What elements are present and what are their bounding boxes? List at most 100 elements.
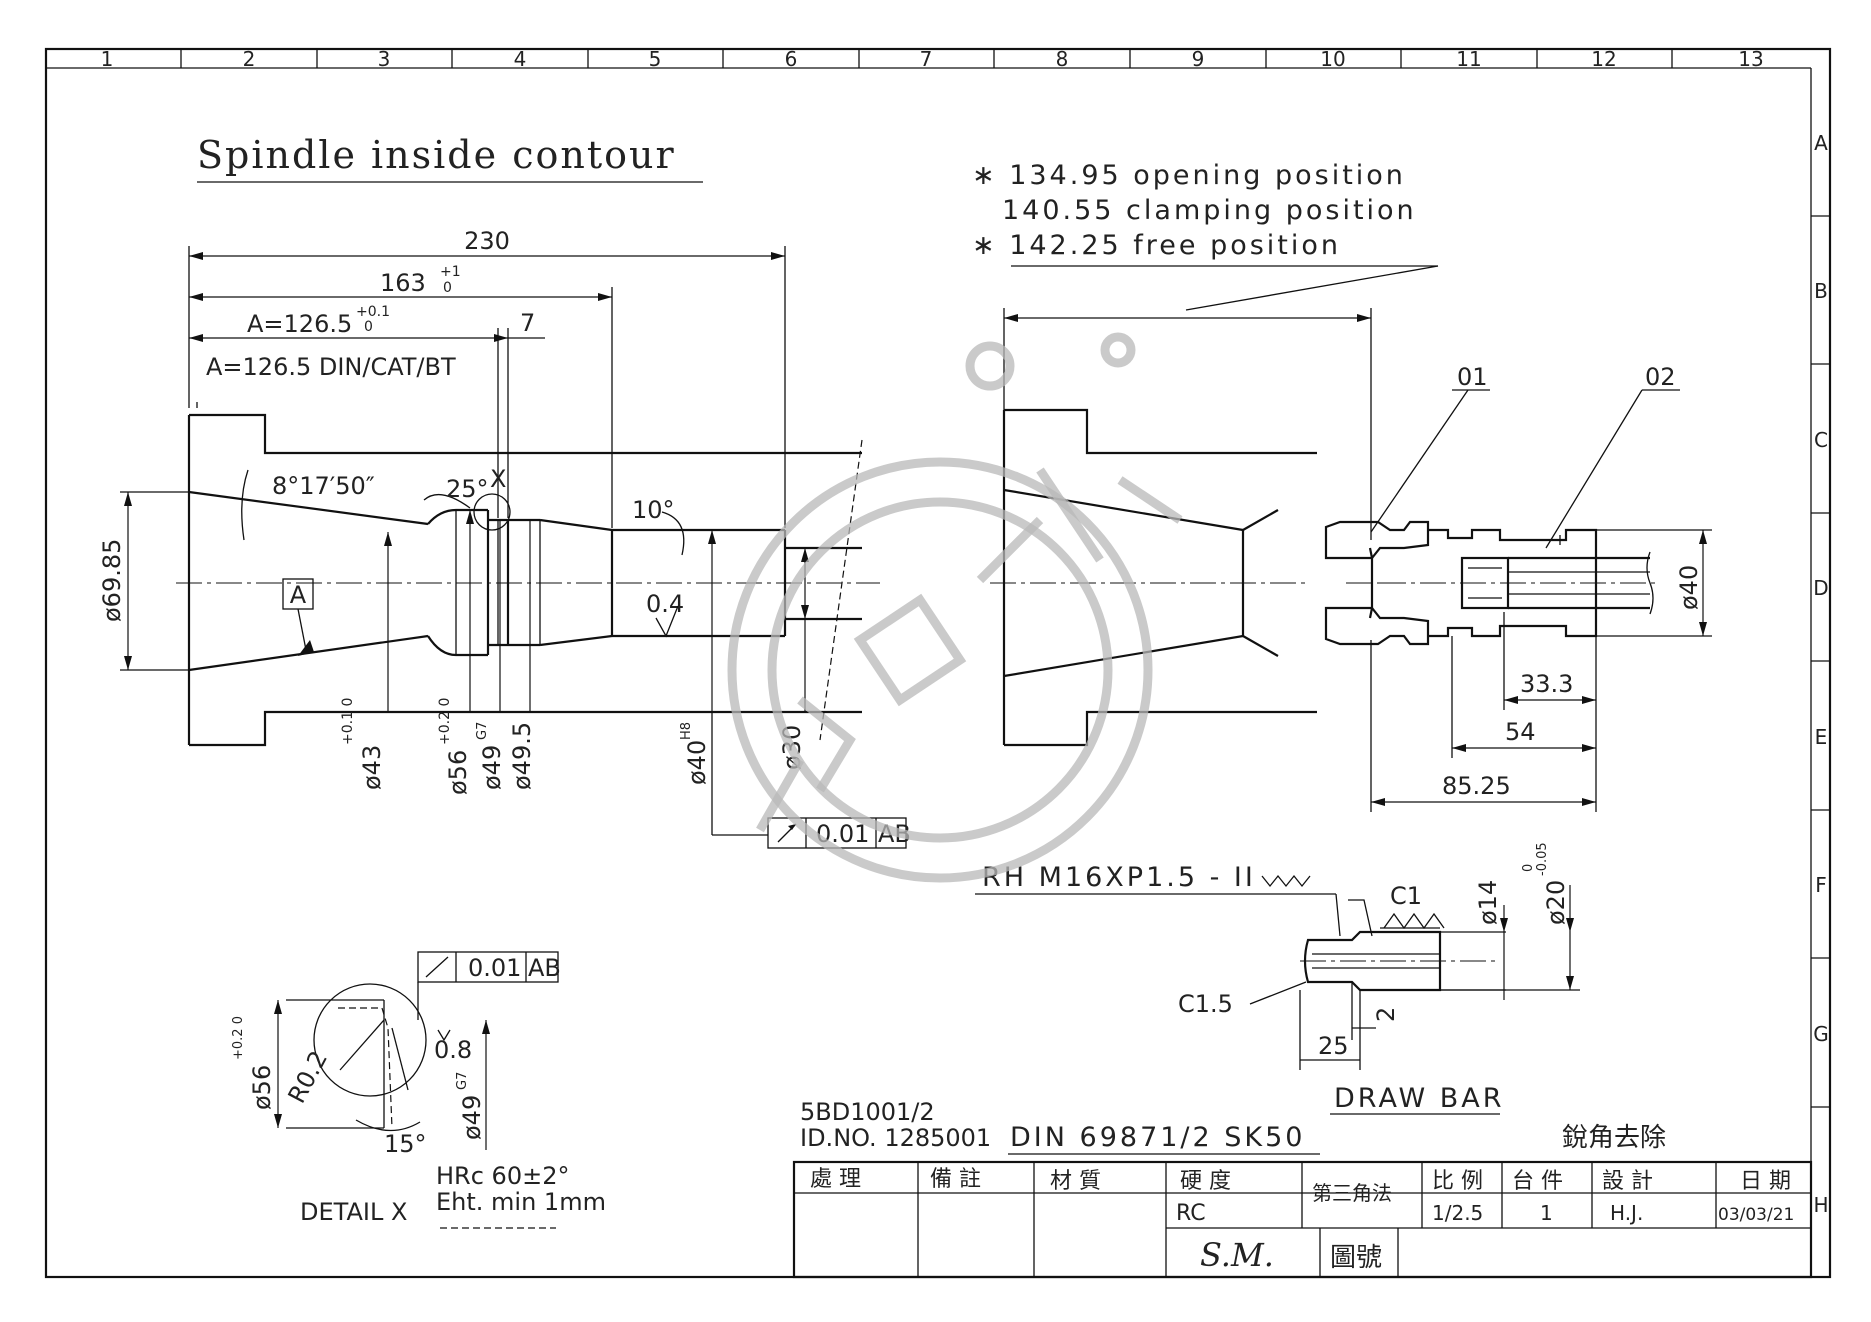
watermark-stamp xyxy=(727,332,1183,883)
spindle-dimensions: 230 163 +1 0 A=126.5 +0.1 0 7 A=126.5 DI… xyxy=(98,227,911,849)
detail-x-marker: X xyxy=(490,465,506,493)
dim-dia-49-5: ø49.5 xyxy=(508,722,536,790)
column-ticks xyxy=(180,49,1673,68)
dim-taper-angle: 8°17′50″ xyxy=(272,472,375,500)
col-label-5: 5 xyxy=(649,47,662,71)
detail-dim-dia-56-tol: +0.2 0 xyxy=(231,1016,246,1060)
draw-bar-part: RH M16XP1.5 - II C1 C1.5 ø14 ø20 0 -0.05… xyxy=(975,842,1580,1115)
value-date: 03/03/21 xyxy=(1718,1205,1794,1225)
header-third-angle: 第三角法 xyxy=(1312,1181,1392,1205)
callout-02: 02 xyxy=(1645,363,1676,391)
row-label-E: E xyxy=(1815,725,1828,749)
header-scale: 比 例 xyxy=(1432,1169,1483,1194)
col-label-6: 6 xyxy=(785,47,798,71)
detail-effective-hardening: Eht. min 1mm xyxy=(436,1188,606,1216)
dim-dia-43: ø43 xyxy=(358,745,386,790)
dim-163-tol-lower: 0 xyxy=(443,280,452,296)
detail-dim-dia-49: ø49 xyxy=(458,1095,486,1140)
roughness-0-4: 0.4 xyxy=(646,590,684,618)
column-labels: 1 2 3 4 5 6 7 8 9 10 11 12 13 xyxy=(101,47,1764,71)
detail-roughness-0-8: 0.8 xyxy=(434,1036,472,1064)
header-process: 處 理 xyxy=(810,1167,861,1192)
row-ticks xyxy=(1811,215,1830,1108)
header-design: 設 計 xyxy=(1602,1169,1653,1194)
part-number: 5BD1001/2 xyxy=(800,1098,935,1126)
dim-230: 230 xyxy=(464,227,510,255)
chamfer-c1: C1 xyxy=(1390,882,1422,910)
deburr-note: 銳角去除 xyxy=(1562,1123,1666,1153)
col-label-3: 3 xyxy=(378,47,391,71)
id-number: ID.NO. 1285001 xyxy=(800,1124,991,1152)
col-label-11: 11 xyxy=(1456,47,1481,71)
value-scale: 1/2.5 xyxy=(1432,1201,1483,1225)
detail-hardness: HRc 60±2° xyxy=(436,1162,569,1190)
title-block: 處 理 備 註 材 質 硬 度 第三角法 比 例 台 件 設 計 日 期 RC … xyxy=(792,1160,1813,1279)
detail-g7-fit: G7 xyxy=(455,1072,470,1090)
detail-runout-frame xyxy=(417,951,559,983)
row-label-D: D xyxy=(1813,576,1828,600)
dim-dia-20-tol-lower: -0.05 xyxy=(1535,842,1550,876)
document-info: 5BD1001/2 ID.NO. 1285001 DIN 69871/2 SK5… xyxy=(800,1098,1666,1155)
detail-dim-dia-56: ø56 xyxy=(248,1065,276,1110)
note-free-position: ∗ 142.25 free position xyxy=(972,230,1341,261)
note-leader xyxy=(1185,265,1439,311)
detail-runout-value: 0.01 xyxy=(468,954,521,982)
dim-dia-69-85: ø69.85 xyxy=(98,539,126,622)
detail-angle-15: 15° xyxy=(384,1130,427,1158)
dim-85-25: 85.25 xyxy=(1442,772,1511,800)
dim-a-tol-lower: 0 xyxy=(364,319,373,335)
col-label-12: 12 xyxy=(1591,47,1616,71)
thread-spec: RH M16XP1.5 - II xyxy=(982,862,1256,893)
dim-25: 25 xyxy=(1318,1032,1349,1060)
datum-a-label: A xyxy=(290,581,307,609)
dim-dia-49-g7: ø49 xyxy=(478,745,506,790)
row-label-B: B xyxy=(1814,279,1828,303)
dim-h8-fit: H8 xyxy=(679,722,694,740)
detail-runout-datums: AB xyxy=(528,954,561,982)
dim-a-126-5: A=126.5 xyxy=(247,310,352,338)
draw-bar-assembly xyxy=(1324,520,1660,646)
dim-dia-20-tol-upper: 0 xyxy=(1521,864,1536,872)
header-date: 日 期 xyxy=(1740,1169,1791,1194)
row-label-C: C xyxy=(1814,428,1828,452)
dim-dia-40-h8: ø40 xyxy=(683,740,711,785)
col-label-7: 7 xyxy=(920,47,933,71)
value-hardness: RC xyxy=(1176,1201,1206,1226)
draw-bar-dimensions: 01 02 ø40 33.3 54 85.25 xyxy=(1370,363,1712,812)
chamfer-c1-5: C1.5 xyxy=(1178,990,1233,1018)
detail-x: 0.01 AB ø56 +0.2 0 R0.2 0.8 ø49 G7 15° H… xyxy=(231,951,606,1229)
header-material: 材 質 xyxy=(1050,1169,1101,1194)
header-remark: 備 註 xyxy=(930,1167,981,1192)
callout-01: 01 xyxy=(1457,363,1488,391)
header-quantity: 台 件 xyxy=(1512,1169,1563,1194)
header-hardness: 硬 度 xyxy=(1180,1169,1231,1194)
dim-163: 163 xyxy=(380,269,426,297)
dim-a-standard: A=126.5 DIN/CAT/BT xyxy=(206,353,456,381)
value-quantity: 1 xyxy=(1540,1201,1553,1225)
dim-g7-fit: G7 xyxy=(475,722,490,740)
drawing-title: Spindle inside contour xyxy=(197,133,676,177)
dim-dia-20: ø20 xyxy=(1542,880,1570,925)
row-label-H: H xyxy=(1813,1193,1828,1217)
col-label-13: 13 xyxy=(1738,47,1763,71)
col-label-9: 9 xyxy=(1192,47,1205,71)
dim-draw-bar-dia-40: ø40 xyxy=(1675,565,1703,610)
dim-dia-56: ø56 xyxy=(444,750,472,795)
row-label-G: G xyxy=(1813,1022,1829,1046)
standard-designation: DIN 69871/2 SK50 xyxy=(1010,1122,1305,1153)
dim-dia-43-tol: +0.1 0 xyxy=(340,698,356,745)
position-notes: ∗ 134.95 opening position 140.55 clampin… xyxy=(972,160,1414,261)
dim-a-tol-upper: +0.1 xyxy=(356,304,390,320)
col-label-1: 1 xyxy=(101,47,114,71)
row-label-F: F xyxy=(1815,873,1827,897)
dim-dia-14: ø14 xyxy=(1474,880,1502,925)
row-label-A: A xyxy=(1814,131,1828,155)
dim-7: 7 xyxy=(520,309,535,337)
detail-radius: R0.2 xyxy=(283,1046,333,1108)
dim-2: 2 xyxy=(1372,1007,1400,1022)
company-name: S.M. xyxy=(1200,1236,1274,1274)
row-labels: A B C D E F G H xyxy=(1813,131,1829,1217)
draw-bar-label: DRAW BAR xyxy=(1334,1083,1504,1114)
dim-163-tol-upper: +1 xyxy=(440,264,461,280)
